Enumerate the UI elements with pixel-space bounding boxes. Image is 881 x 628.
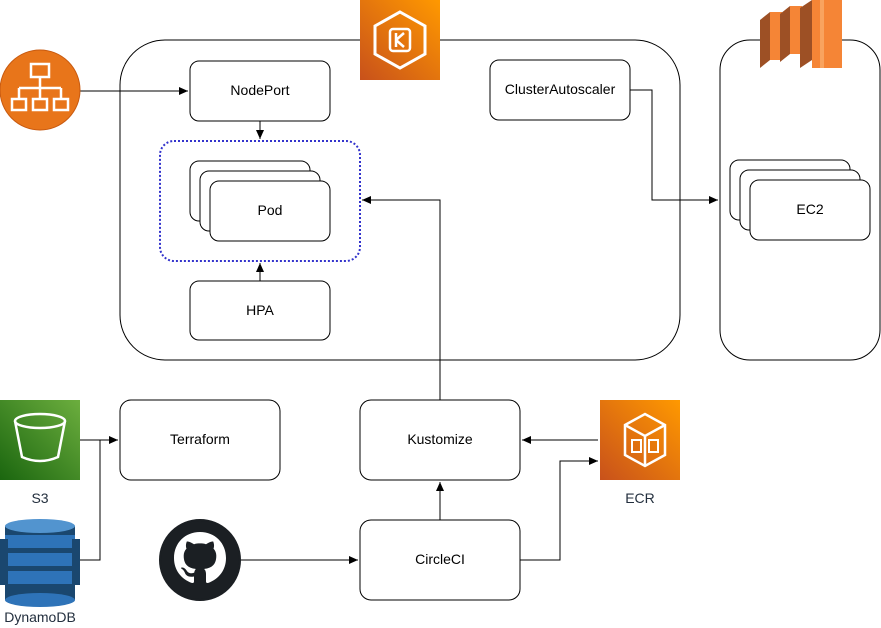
hpa-label: HPA xyxy=(246,302,274,318)
nodeport-label: NodePort xyxy=(230,82,289,98)
dynamodb-icon xyxy=(0,519,80,607)
edge-autoscaler-to-ec2 xyxy=(630,89,718,204)
edge-circleci-to-ecr xyxy=(520,457,598,561)
ec2-instances-icon xyxy=(760,0,842,68)
terraform-label: Terraform xyxy=(170,431,230,447)
kustomize-label: Kustomize xyxy=(407,431,473,447)
cluster-autoscaler-label: ClusterAutoscaler xyxy=(505,81,616,97)
terraform-box[interactable] xyxy=(119,399,281,481)
dynamodb-caption: DynamoDB xyxy=(4,609,76,625)
edge-dynamodb-to-terraform xyxy=(80,440,101,561)
ecr-icon xyxy=(600,400,680,480)
circleci-label: CircleCI xyxy=(415,551,465,567)
pod-label: Pod xyxy=(258,202,283,218)
ec2-label: EC2 xyxy=(796,201,823,217)
edge-kustomize-to-pod xyxy=(362,196,441,400)
s3-caption: S3 xyxy=(31,490,48,506)
load-balancer-icon xyxy=(0,49,81,131)
s3-bucket-icon xyxy=(0,400,80,480)
ec2-box[interactable] xyxy=(749,179,871,241)
pod-group xyxy=(159,140,361,262)
ecr-caption: ECR xyxy=(625,490,655,506)
eks-kubernetes-icon xyxy=(360,0,440,80)
github-icon xyxy=(159,519,241,601)
pod-box[interactable] xyxy=(209,180,331,242)
